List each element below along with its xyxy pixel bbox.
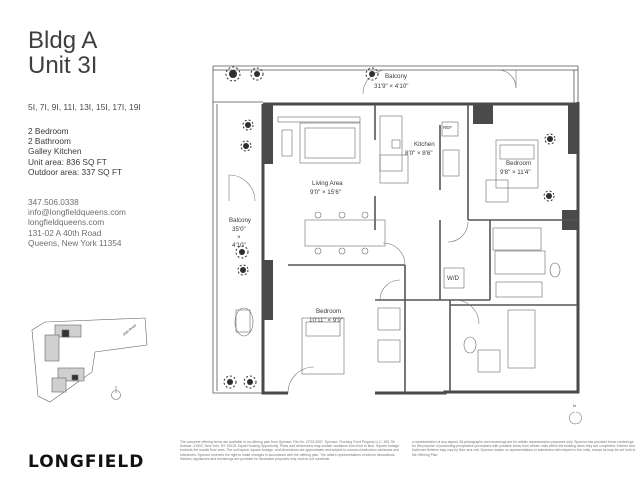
plant-icon-3 bbox=[242, 119, 254, 131]
balcony-top-label: Balcony bbox=[385, 73, 408, 80]
plant-icon-10 bbox=[544, 133, 556, 145]
contact-block: 347.506.0338 info@longfieldqueens.com lo… bbox=[28, 197, 126, 248]
building-name: Bldg A bbox=[28, 27, 98, 54]
kitchen-dims: 8'0" × 8'6" bbox=[405, 150, 433, 157]
balcony-outline bbox=[212, 65, 579, 394]
room-labels: Balcony 31'9" × 4'10" REF Kitchen 8'0" ×… bbox=[229, 73, 576, 408]
balcony-top-dims: 31'9" × 4'10" bbox=[374, 83, 408, 90]
detail-bedrooms: 2 Bedroom bbox=[28, 126, 69, 136]
kitchen-label: Kitchen bbox=[414, 141, 435, 148]
legal-disclaimer-right: a representation of any aspect. All phot… bbox=[412, 440, 636, 457]
living-area-dims: 9'0" × 15'6" bbox=[310, 189, 341, 196]
contact-phone[interactable]: 347.506.0338 bbox=[28, 197, 79, 207]
door-swings bbox=[228, 69, 582, 425]
brand-logo: LONGFIELD bbox=[28, 452, 145, 472]
units-list: 5I, 7I, 9I, 11I, 13I, 15I, 17I, 19I bbox=[28, 102, 141, 112]
detail-bathrooms: 2 Bathroom bbox=[28, 136, 71, 147]
plant-icon-9 bbox=[365, 67, 379, 81]
plant-icon-11 bbox=[543, 190, 555, 202]
plant-icon-7 bbox=[223, 375, 237, 389]
detail-unit-area: Unit area: 836 SQ FT bbox=[28, 156, 107, 167]
plant-icon-1 bbox=[225, 66, 241, 82]
detail-kitchen: Galley Kitchen bbox=[28, 146, 82, 157]
plant-icon-2 bbox=[250, 67, 264, 81]
ref-label: REF bbox=[443, 125, 452, 130]
contact-website[interactable]: longfieldqueens.com bbox=[28, 217, 105, 228]
north-label: N bbox=[573, 403, 576, 408]
contact-email[interactable]: info@longfieldqueens.com bbox=[28, 207, 126, 218]
exterior-walls bbox=[261, 102, 580, 395]
washer-dryer-label: W/D bbox=[447, 275, 460, 282]
plant-icon-6 bbox=[237, 264, 249, 276]
contact-address-line2: Queens, New York 11354 bbox=[28, 237, 122, 248]
plant-icon-5 bbox=[235, 245, 249, 259]
bedroom2-dims: 10'11" × 9'9" bbox=[309, 317, 343, 324]
bedroom1-dims: 9'8" × 11'4" bbox=[500, 169, 531, 176]
bedroom2-label: Bedroom bbox=[316, 308, 341, 315]
key-plan: 40th Road bbox=[31, 317, 148, 403]
unit-name: Unit 3I bbox=[28, 52, 98, 79]
plants bbox=[223, 66, 556, 389]
furniture bbox=[234, 115, 561, 375]
columns bbox=[263, 104, 578, 320]
interior-walls bbox=[288, 104, 578, 393]
legal-disclaimer-left: The complete offering terms are availabl… bbox=[180, 440, 400, 461]
plant-icon-4 bbox=[240, 140, 252, 152]
balcony-side-height: 4'10" bbox=[232, 242, 246, 249]
bedroom1-label: Bedroom bbox=[506, 160, 531, 167]
detail-outdoor-area: Outdoor area: 337 SQ FT bbox=[28, 166, 123, 177]
balcony-side-label: Balcony bbox=[229, 217, 252, 224]
living-area-label: Living Area bbox=[312, 180, 343, 187]
balcony-side-width: 35'0" bbox=[232, 226, 246, 233]
contact-address-line1: 131-02 A 40th Road bbox=[28, 227, 102, 238]
unit-details: 2 Bedroom 2 Bathroom Galley Kitchen Unit… bbox=[28, 126, 122, 177]
keyplan-street-label: 40th Road bbox=[122, 323, 137, 336]
unit-title: Bldg A Unit 3I bbox=[28, 28, 97, 78]
plant-icon-8 bbox=[243, 375, 257, 389]
balcony-side-times: × bbox=[237, 234, 241, 241]
